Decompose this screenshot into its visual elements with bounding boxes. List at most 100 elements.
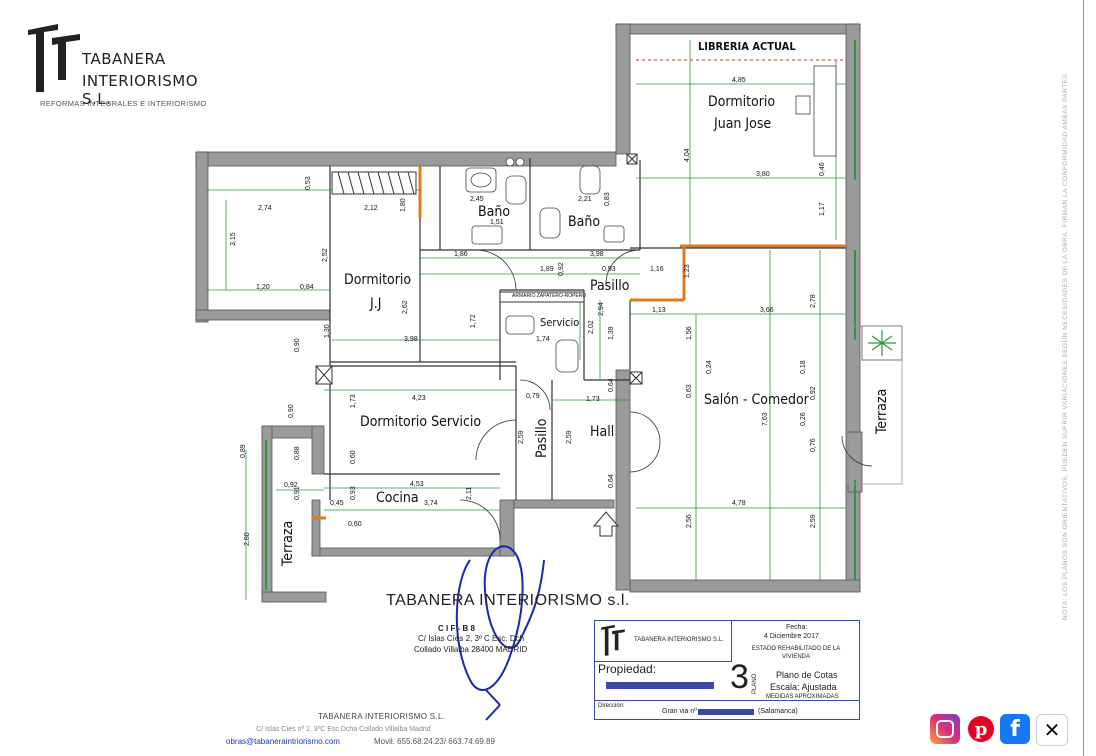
- dim-label: 0,24: [706, 360, 713, 374]
- dim-label: 2,74: [258, 205, 272, 212]
- dim-label: 0,92: [810, 386, 817, 400]
- dim-label: 2,80: [244, 532, 251, 546]
- dim-label: 0,18: [800, 360, 807, 374]
- dim-label: 0,76: [810, 438, 817, 452]
- dim-label: 0,64: [608, 378, 615, 392]
- label-dormitorio-servicio: Dormitorio Servicio: [360, 414, 482, 430]
- dim-label: 0,79: [526, 393, 540, 400]
- dim-label: 2,45: [470, 196, 484, 203]
- dim-label: 0,90: [288, 404, 295, 418]
- dim-label: 7,63: [762, 412, 769, 426]
- dim-label: 1,16: [650, 266, 664, 273]
- tb-company: TABANERA INTERIORISMO S.L.: [634, 637, 724, 643]
- dim-label: 2,21: [578, 196, 592, 203]
- dim-label: 2,59: [810, 514, 817, 528]
- stamp-address: C/ Islas Cíes 2, 3º C Esc. Dch: [418, 634, 525, 643]
- footer-email-link[interactable]: obras@tabaneraintriorismo.com: [226, 737, 340, 746]
- footer-company-name: TABANERA INTERIORISMO S.L.: [318, 712, 446, 721]
- dim-label: 1,39: [608, 326, 615, 340]
- x-icon[interactable]: ✕: [1036, 714, 1068, 746]
- stamp-city: Collado Villalba 28400 MADRID: [414, 645, 528, 654]
- dim-label: 0,89: [240, 444, 247, 458]
- dim-label: 4,78: [732, 500, 746, 507]
- dim-label: 1,23: [684, 264, 691, 278]
- tb-medidas: MEDIDAS APROXIMADAS: [766, 694, 839, 700]
- tb-propiedad-redacted: [606, 682, 714, 689]
- dim-label: 3,15: [230, 232, 237, 246]
- stamp-company-name: TABANERA INTERIORISMO s.l.: [386, 592, 630, 609]
- dim-label: 1,30: [324, 324, 331, 338]
- title-block-logo: [601, 624, 625, 656]
- footer-address: C/ Islas Cíes nº 2, 3ºC Esc Dcha Collado…: [256, 726, 431, 733]
- pinterest-icon[interactable]: p: [966, 714, 996, 744]
- label-libreria: LIBRERIA ACTUAL: [698, 40, 796, 53]
- instagram-icon[interactable]: [930, 714, 960, 744]
- label-terraza-2: Terraza: [874, 388, 890, 434]
- dim-label: 2,11: [466, 486, 473, 500]
- dim-label: 1,74: [536, 336, 550, 343]
- dim-label: 3,74: [424, 500, 438, 507]
- dim-label: 4,04: [684, 148, 691, 162]
- dim-label: 1,73: [586, 396, 600, 403]
- dim-label: 0,46: [819, 162, 826, 176]
- tb-plano-word: PLANO: [752, 673, 758, 694]
- dim-label: 0,63: [686, 384, 693, 398]
- label-servicio: Servicio: [540, 316, 580, 329]
- tabanera-logo-mark: [28, 24, 80, 92]
- dim-label: 2,94: [598, 302, 605, 316]
- dim-label: 1,86: [454, 251, 468, 258]
- label-pasillo-2: Pasillo: [534, 418, 550, 458]
- stamp-cif: C I F - B 8: [438, 624, 475, 633]
- dim-label: 3,66: [760, 307, 774, 314]
- tb-fecha: 4 Diciembre 2017: [764, 633, 819, 640]
- dim-label: 2,52: [322, 248, 329, 262]
- dim-label: 0,93: [350, 486, 357, 500]
- footer-phones: Movil. 655.68.24.23/ 663.74.69.89: [374, 737, 495, 746]
- label-dormitorio-jj-1: Dormitorio: [344, 272, 412, 288]
- dim-label: 4,53: [410, 481, 424, 488]
- label-cocina: Cocina: [376, 490, 419, 506]
- label-terraza-1: Terraza: [280, 520, 296, 566]
- dim-label: 3,98: [590, 251, 604, 258]
- dim-label: 1,51: [490, 219, 504, 226]
- dim-label: 1,72: [470, 314, 477, 328]
- dim-label: 0,60: [350, 450, 357, 464]
- label-bano-2: Baño: [568, 214, 601, 230]
- dim-label: 4,23: [412, 395, 426, 402]
- dim-label: 1,80: [400, 198, 407, 212]
- label-dormitorio-juan-jose-2: Juan Jose: [714, 116, 772, 132]
- page-border-right: [1083, 0, 1084, 756]
- dim-label: 0,26: [800, 412, 807, 426]
- dim-label: 0,91: [294, 486, 301, 500]
- side-note: NOTA: LOS PLANOS SON ORIENTATIVOS, PUEDE…: [1062, 73, 1069, 620]
- dim-label: 2,62: [402, 300, 409, 314]
- tb-plano-number: 3: [730, 658, 749, 696]
- company-logo: TABANERA INTERIORISMO S.L. REFORMAS INTE…: [24, 20, 206, 110]
- dim-label: 0,93: [602, 266, 616, 273]
- facebook-icon[interactable]: f: [1000, 714, 1030, 744]
- tb-barrio: (Salamanca): [758, 708, 798, 715]
- tb-plano-title: Plano de Cotas: [776, 670, 838, 680]
- tb-propiedad-label: Propiedad:: [598, 662, 657, 676]
- dim-label: 4,85: [732, 77, 746, 84]
- tb-direccion-redacted: [698, 709, 754, 715]
- dim-label: 1,89: [540, 266, 554, 273]
- dim-label: 2,59: [518, 430, 525, 444]
- dim-label: 0,53: [305, 176, 312, 190]
- tb-estado: ESTADO REHABILITADO DE LA VIVIENDA: [751, 646, 841, 660]
- dim-label: 1,20: [256, 284, 270, 291]
- label-dormitorio-juan-jose-1: Dormitorio: [708, 94, 776, 110]
- dim-label: 2,59: [566, 430, 573, 444]
- dim-label: 1,56: [686, 326, 693, 340]
- tb-escala: Escala: Ajustada: [770, 682, 837, 692]
- dim-label: 1,17: [819, 202, 826, 216]
- dim-label: 0,45: [330, 500, 344, 507]
- dim-label: 2,78: [810, 294, 817, 308]
- dim-label: 0,60: [348, 521, 362, 528]
- label-armario: ARMARIO ZAPATERO-ROPERO: [512, 293, 587, 299]
- label-pasillo-1: Pasillo: [590, 278, 630, 294]
- dim-label: 0,88: [294, 446, 301, 460]
- tb-direccion-label: Dirección:: [598, 703, 625, 709]
- dim-label: 0,84: [300, 284, 314, 291]
